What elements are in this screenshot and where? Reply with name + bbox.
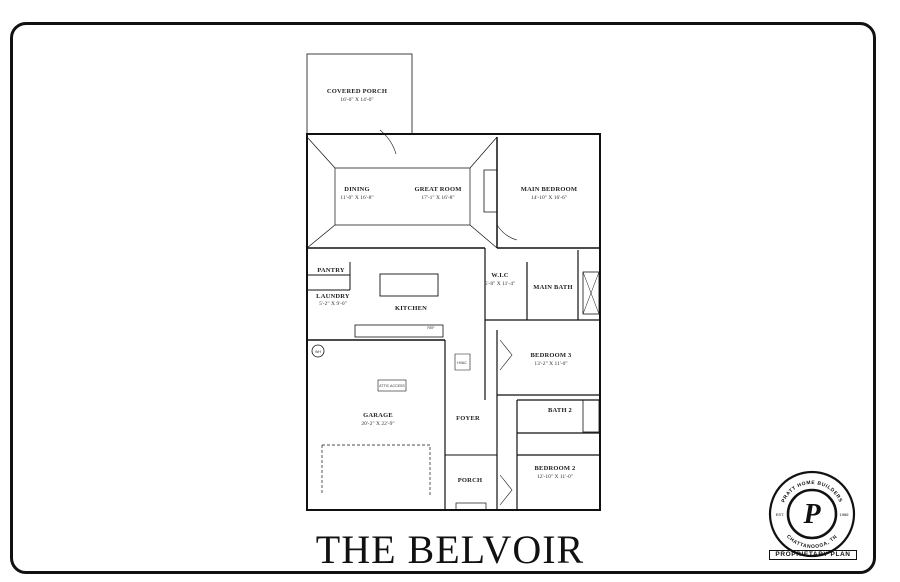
seal-letter: P — [802, 499, 821, 530]
label-wic: W.I.C — [491, 272, 508, 279]
dims-bedroom-2: 12'-10" X 11'-0" — [537, 474, 573, 480]
label-hvac: HVAC — [457, 361, 467, 365]
dims-bedroom-3: 13'-2" X 11'-0" — [534, 361, 567, 367]
label-laundry: LAUNDRY — [316, 293, 350, 300]
dims-wic: 5'-8" X 11'-4" — [485, 281, 515, 287]
dims-dining: 11'-0" X 16'-8" — [340, 195, 373, 201]
label-attic-access: ATTIC ACCESS — [379, 384, 405, 388]
label-kitchen: KITCHEN — [395, 305, 427, 312]
plan-walls — [306, 53, 601, 511]
plan-frame — [10, 22, 876, 574]
label-bedroom-3: BEDROOM 3 — [531, 352, 573, 359]
seal-bottom-text: CHATTANOOGA, TN — [785, 534, 838, 550]
proprietary-plan-badge: PROPRIETARY PLAN — [769, 550, 857, 560]
dims-main-bedroom: 14'-10" X 16'-6" — [531, 195, 567, 201]
label-dining: DINING — [344, 186, 369, 193]
label-garage: GARAGE — [363, 412, 393, 419]
room-labels: COVERED PORCH 16'-0" X 14'-0" DINING 11'… — [315, 88, 577, 484]
label-porch: PORCH — [458, 477, 482, 484]
label-bath-2: BATH 2 — [548, 407, 572, 414]
label-bedroom-2: BEDROOM 2 — [535, 465, 576, 472]
plan-title: THE BELVOIR — [315, 527, 585, 572]
label-main-bedroom: MAIN BEDROOM — [521, 186, 577, 193]
seal-est: EST. — [776, 512, 784, 517]
dims-covered-porch: 16'-0" X 14'-0" — [340, 97, 373, 103]
seal-year: 1986 — [840, 512, 850, 517]
label-ref: REF — [427, 326, 435, 330]
builder-seal-logo: PRATT HOME BUILDERS CHATTANOOGA, TN P ES… — [768, 470, 856, 558]
label-wh: WH — [315, 350, 321, 354]
label-pantry: PANTRY — [317, 267, 345, 274]
svg-text:CHATTANOOGA, TN: CHATTANOOGA, TN — [785, 534, 839, 550]
label-foyer: FOYER — [456, 415, 480, 422]
dims-laundry: 5'-2" X 9'-0" — [319, 301, 347, 307]
label-great-room: GREAT ROOM — [414, 186, 461, 193]
label-main-bath: MAIN BATH — [533, 284, 572, 291]
label-covered-porch: COVERED PORCH — [327, 88, 387, 95]
dims-garage: 20'-2" X 22'-9" — [361, 421, 394, 427]
dims-great-room: 17'-1" X 16'-8" — [421, 195, 454, 201]
